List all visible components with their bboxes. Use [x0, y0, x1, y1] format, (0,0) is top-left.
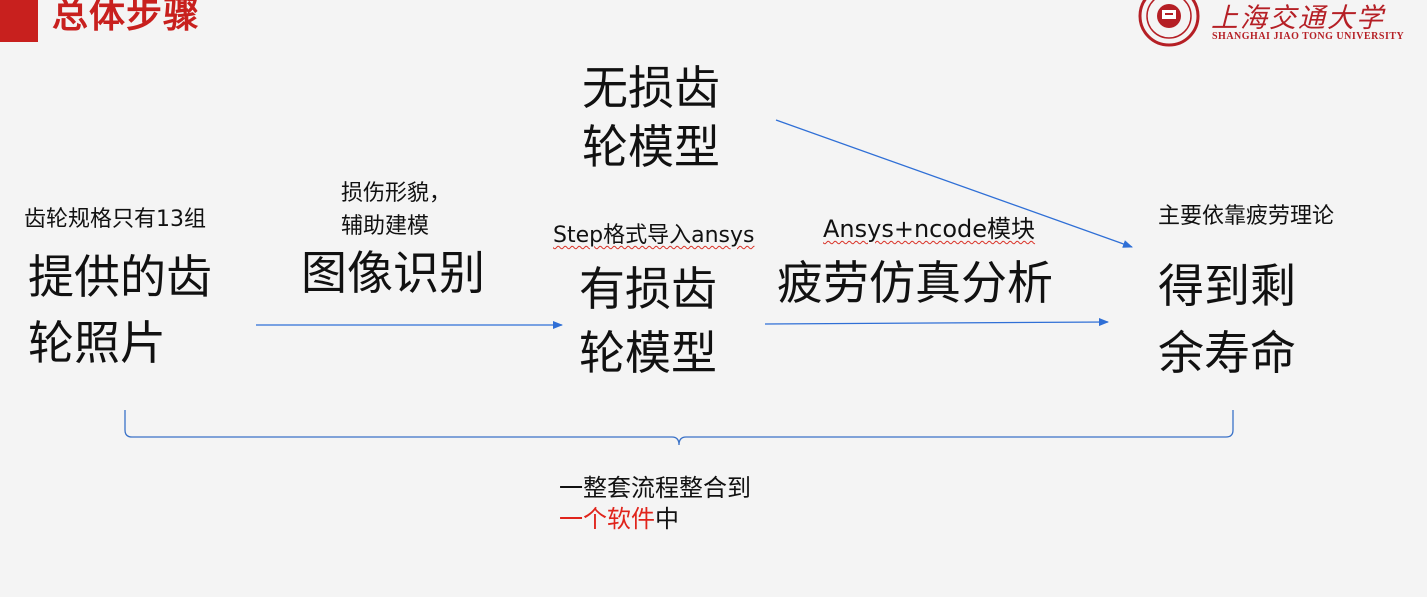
summary-highlight: 一个软件: [559, 505, 655, 533]
input-label-line1: 提供的齿: [28, 250, 212, 304]
university-seal-icon: [1138, 0, 1200, 47]
summary-line2: 一个软件中: [559, 504, 679, 534]
input-note: 齿轮规格只有13组: [24, 207, 206, 232]
process-brace: [124, 410, 1234, 446]
damaged-label-line1: 有损齿: [579, 262, 717, 316]
recognition-label: 图像识别: [301, 246, 485, 300]
damaged-note-text: Step格式导入ansys: [553, 223, 755, 248]
damaged-label-line2: 轮模型: [579, 326, 717, 380]
fatigue-label: 疲劳仿真分析: [777, 256, 1053, 310]
damaged-note: Step格式导入ansys: [553, 222, 754, 249]
arrow-model-to-result: [764, 318, 1109, 327]
title-accent-bar: [0, 0, 38, 42]
arrow-undamaged-to-result: [775, 119, 1133, 248]
input-label-line2: 轮照片: [28, 316, 166, 370]
undamaged-label-line1: 无损齿: [582, 61, 720, 115]
fatigue-note-text: Ansys+ncode模块: [823, 215, 1036, 243]
result-label-line2: 余寿命: [1158, 326, 1296, 380]
fatigue-note: Ansys+ncode模块: [823, 214, 1035, 244]
university-name-cn: 上海交通大学: [1211, 3, 1385, 34]
recognition-note-line2: 辅助建模: [341, 214, 430, 239]
summary-suffix: 中: [655, 505, 679, 533]
undamaged-label-line2: 轮模型: [582, 120, 720, 174]
recognition-note-line1: 损伤形貌，: [341, 181, 452, 206]
result-label-line1: 得到剩: [1158, 259, 1296, 313]
university-name-en: SHANGHAI JIAO TONG UNIVERSITY: [1212, 31, 1405, 42]
summary-line1: 一整套流程整合到: [559, 474, 751, 502]
result-note: 主要依靠疲劳理论: [1158, 204, 1335, 229]
page-title: 总体步骤: [52, 0, 201, 36]
